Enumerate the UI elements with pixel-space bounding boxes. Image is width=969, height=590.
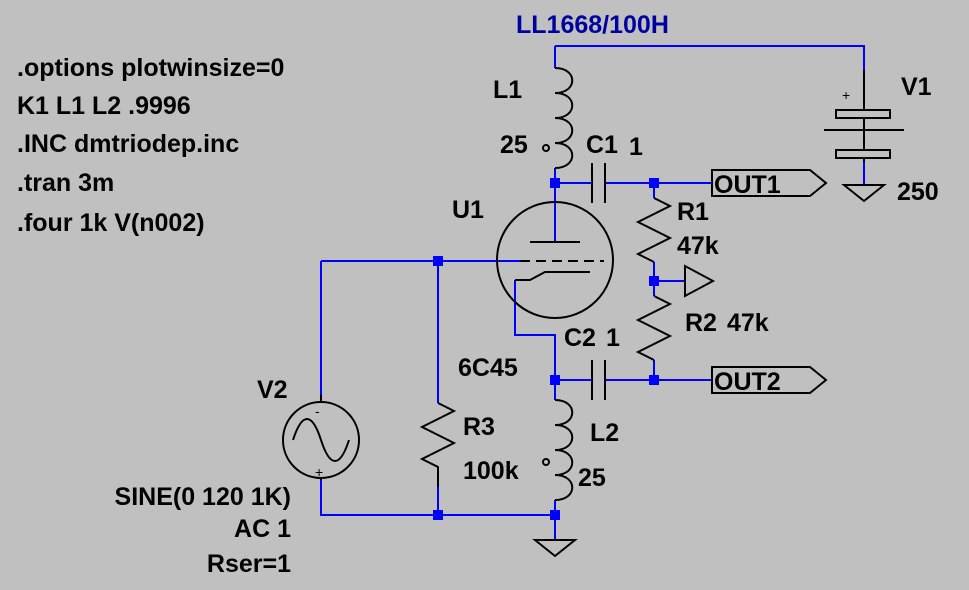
v1-value: 250 — [897, 178, 939, 206]
r1-name: R1 — [677, 198, 709, 226]
resistor-r1[interactable] — [635, 197, 673, 263]
c1-name: C1 — [586, 131, 618, 159]
u1-value: 6C45 — [458, 354, 518, 382]
c2-value: 1 — [606, 324, 620, 352]
r2-value: 47k — [727, 309, 769, 337]
v1-plus-sign: + — [842, 87, 850, 103]
r3-value: 100k — [463, 457, 519, 485]
junction-cathode — [550, 375, 560, 385]
junction-grid — [433, 256, 443, 266]
capacitor-c2[interactable] — [591, 360, 606, 400]
directive-four: .four 1k V(n002) — [17, 209, 205, 237]
junctions — [433, 178, 659, 520]
junction-bottom-l2 — [550, 510, 560, 520]
v1-name: V1 — [901, 73, 932, 101]
triode-envelope — [496, 201, 614, 319]
port-out2-label: OUT2 — [714, 368, 781, 396]
port-out1[interactable]: OUT1 — [711, 169, 828, 199]
directive-include: .INC dmtriodep.inc — [17, 130, 239, 158]
junction-plate — [550, 178, 560, 188]
ground-main-icon — [532, 539, 578, 558]
source-v2[interactable]: - + — [282, 395, 360, 480]
wire-l1-to-v1 — [555, 45, 865, 70]
u1-name: U1 — [452, 196, 484, 224]
v2-minus-sign: - — [315, 403, 320, 419]
directive-options: .options plotwinsize=0 — [17, 54, 284, 82]
resistor-r2[interactable] — [635, 295, 673, 361]
resistor-r3[interactable] — [419, 402, 457, 487]
port-out1-label: OUT1 — [714, 171, 781, 199]
c2-name: C2 — [564, 324, 596, 352]
v2-value-line-2: AC 1 — [234, 515, 291, 543]
ground-v1-icon — [841, 184, 887, 203]
transformer-label: LL1668/100H — [516, 11, 669, 39]
wire-cathode — [514, 280, 556, 400]
r1-value: 47k — [677, 232, 719, 260]
r2-name: R2 — [685, 309, 717, 337]
l2-phase-dot — [542, 458, 550, 466]
inductor-l1[interactable] — [542, 67, 574, 169]
directive-coupling: K1 L1 L2 .9996 — [17, 92, 191, 120]
directive-tran: .tran 3m — [17, 169, 114, 197]
junction-bottom-r3 — [433, 510, 443, 520]
triode-cathode — [515, 271, 590, 281]
l1-phase-dot — [542, 144, 550, 152]
v2-plus-sign: + — [315, 464, 323, 480]
l2-name: L2 — [590, 419, 619, 447]
junction-r-mid — [649, 276, 659, 286]
battery-v1[interactable]: + — [824, 70, 904, 162]
junction-out1 — [649, 178, 659, 188]
triode-u1[interactable] — [496, 201, 614, 319]
v2-value-line-3: Rser=1 — [207, 550, 291, 578]
v2-value-line-1: SINE(0 120 1K) — [115, 483, 291, 511]
r3-name: R3 — [463, 413, 495, 441]
sine-wave-icon — [292, 418, 350, 462]
wire-bottom — [320, 480, 555, 516]
v2-name: V2 — [257, 376, 288, 404]
ground-mid-icon — [684, 264, 716, 298]
c1-value: 1 — [629, 133, 643, 161]
l1-name: L1 — [493, 76, 522, 104]
capacitor-c1[interactable] — [591, 163, 606, 203]
l2-value: 25 — [578, 464, 606, 492]
spice-directives[interactable]: .options plotwinsize=0 K1 L1 L2 .9996 .I… — [17, 54, 284, 237]
port-out2[interactable]: OUT2 — [711, 366, 828, 396]
l1-value: 25 — [500, 131, 528, 159]
junction-out2 — [649, 375, 659, 385]
inductor-l2[interactable] — [542, 399, 574, 501]
